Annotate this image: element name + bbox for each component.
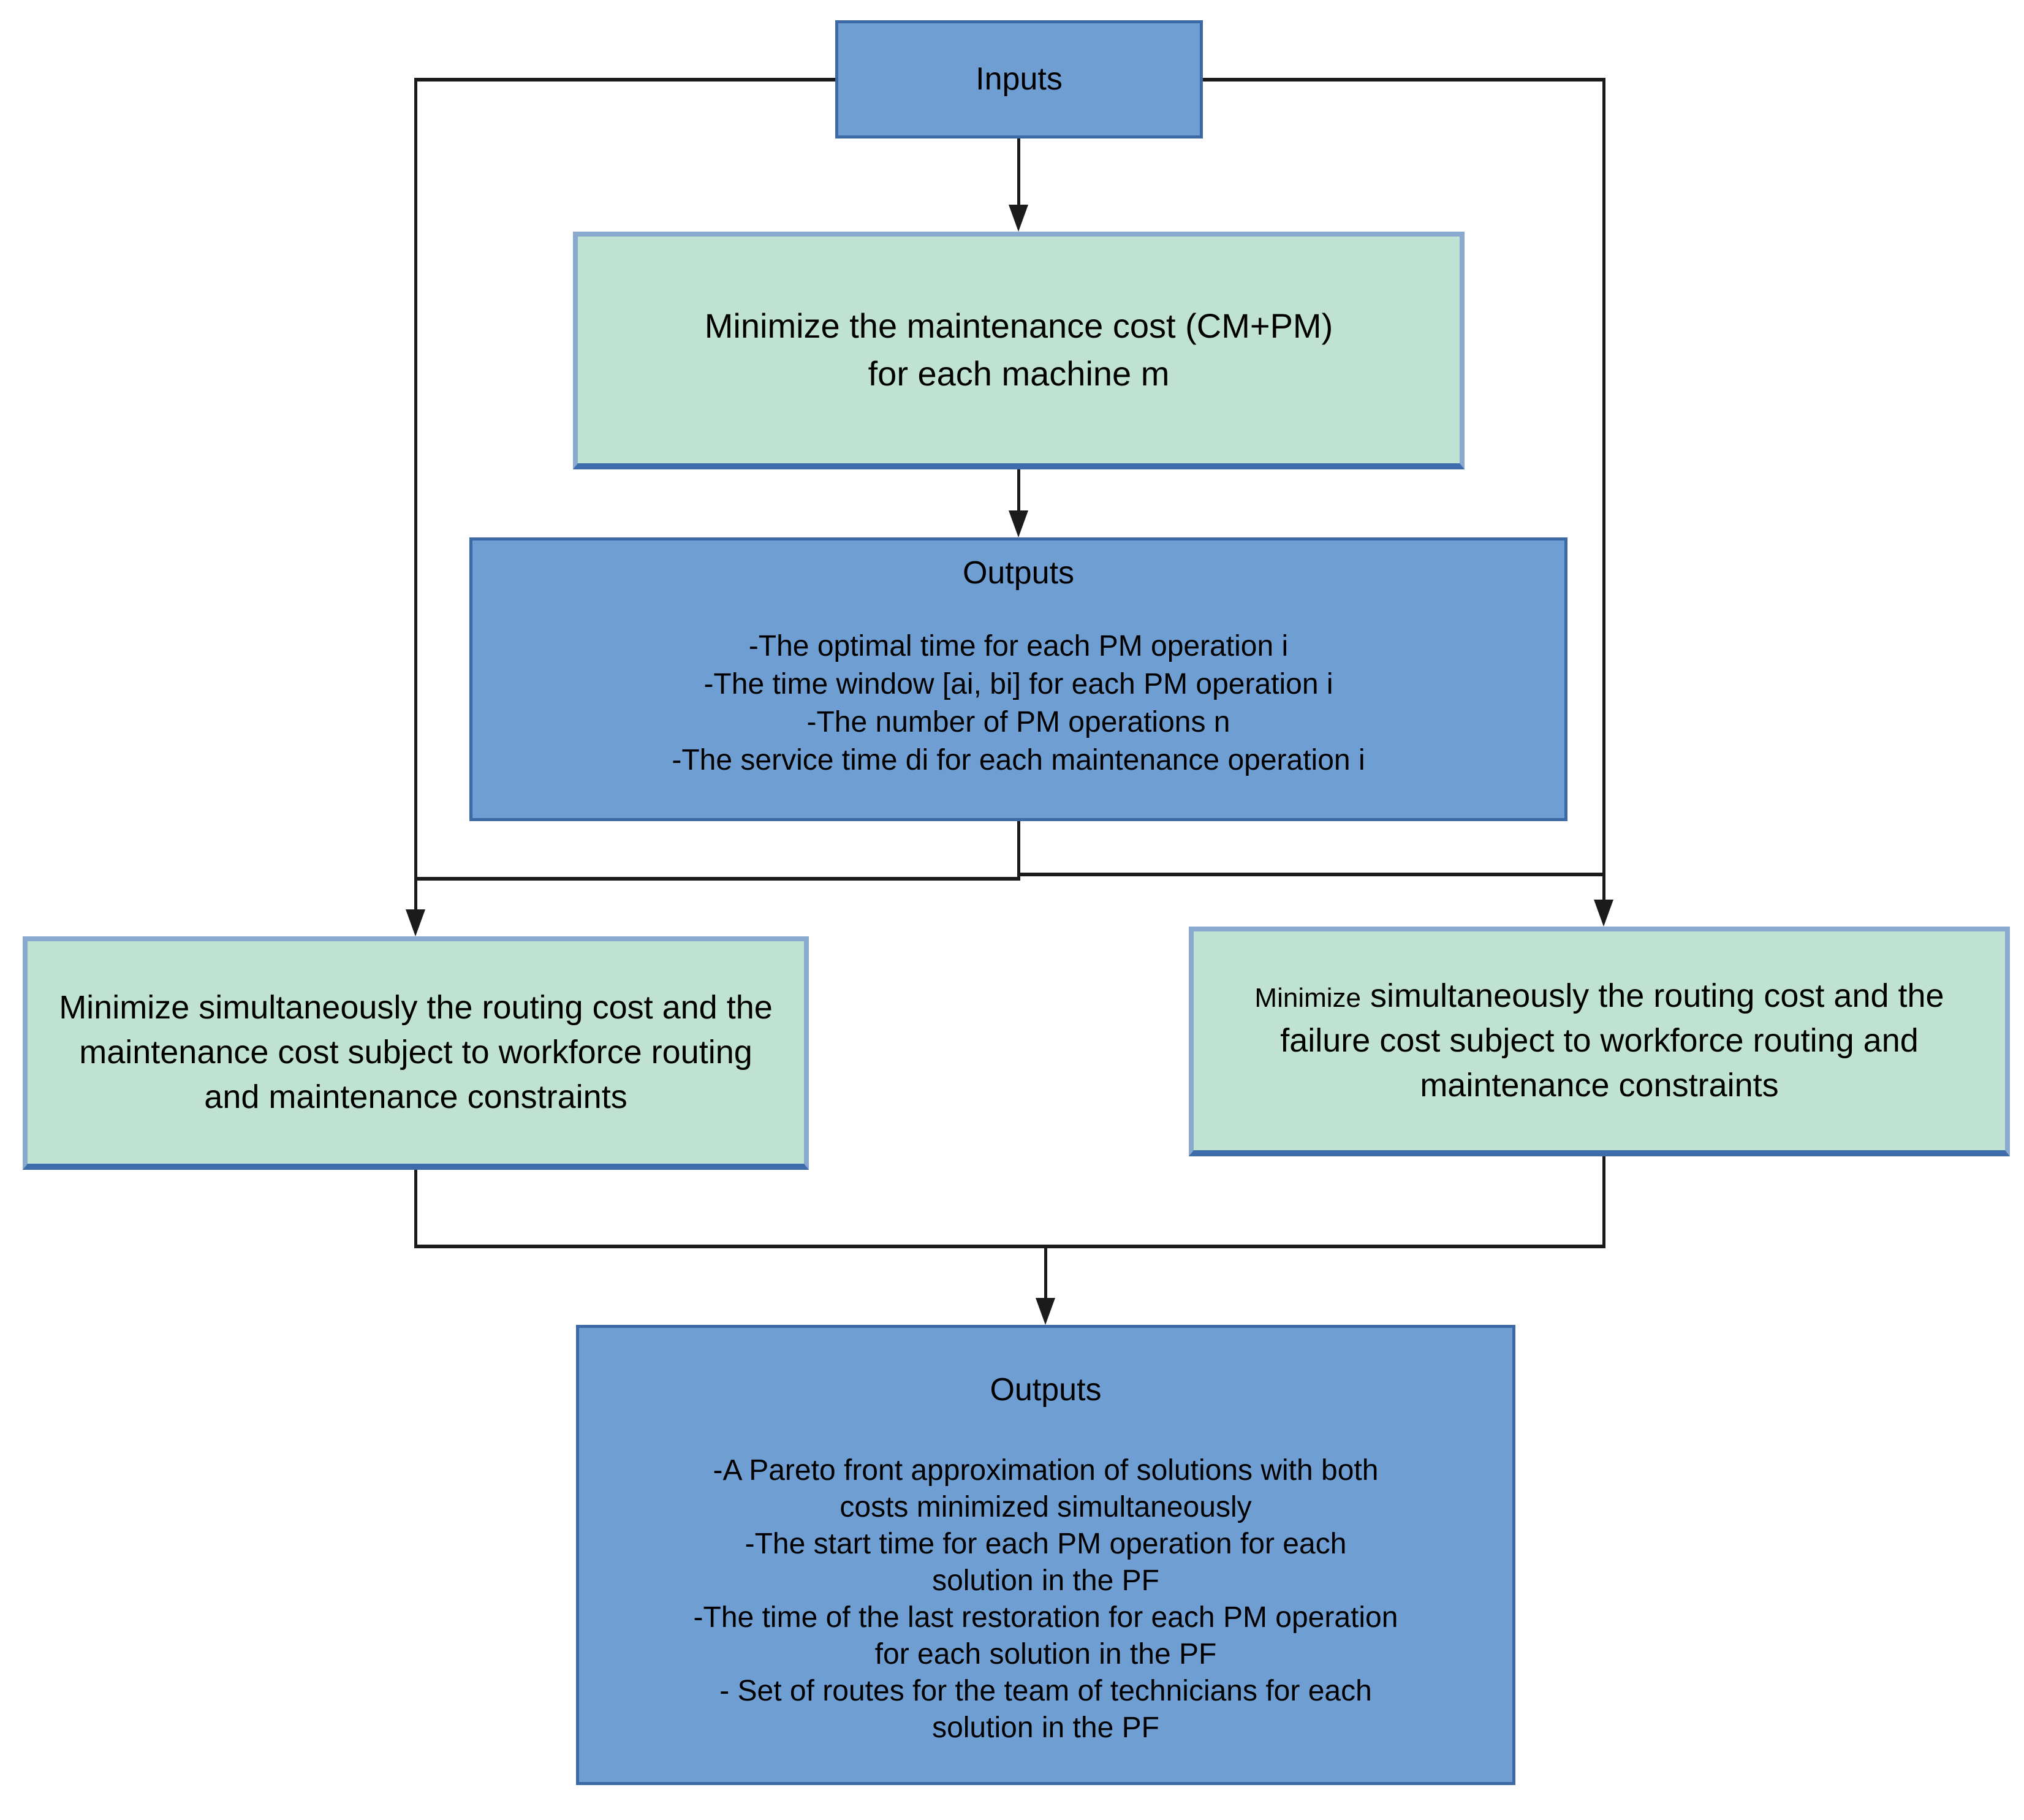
inputs-label: Inputs (976, 61, 1063, 97)
inputs-box: Inputs (835, 20, 1203, 138)
connector-left-vertical (414, 78, 417, 911)
intermediate-outputs-box: Outputs -The optimal time for each PM op… (469, 537, 1567, 821)
final-outputs-title: Outputs (990, 1372, 1102, 1408)
routing-maintenance-line3: and maintenance constraints (204, 1078, 627, 1115)
output-item: -The number of PM operations n (806, 706, 1230, 738)
arrowhead-to-routing-maintenance (406, 909, 425, 936)
connector-split-left-horizontal (414, 877, 1020, 881)
minimize-maintenance-line2: for each machine m (868, 354, 1170, 393)
minimize-maintenance-line1: Minimize the maintenance cost (CM+PM) (704, 306, 1333, 345)
connector-minimize-to-outputs (1017, 468, 1020, 512)
minimize-maintenance-box: Minimize the maintenance cost (CM+PM) fo… (573, 232, 1465, 469)
output-item: -The service time di for each maintenanc… (672, 744, 1365, 776)
connector-right-box-down (1602, 1155, 1605, 1247)
connector-merge-horizontal (414, 1245, 1605, 1248)
routing-maintenance-line2: maintenance cost subject to workforce ro… (79, 1034, 752, 1071)
arrowhead-to-minimize-maintenance (1009, 205, 1028, 232)
output-item: -The time window [ai, bi] for each PM op… (703, 668, 1333, 700)
routing-failure-line2: failure cost subject to workforce routin… (1280, 1022, 1919, 1060)
output-line: for each solution in the PF (874, 1638, 1217, 1670)
routing-failure-prefix: Minimize (1254, 983, 1361, 1014)
intermediate-outputs-title: Outputs (962, 555, 1075, 591)
connector-merge-down (1044, 1245, 1047, 1299)
arrowhead-to-intermediate-outputs (1009, 510, 1028, 537)
routing-failure-line1: Minimize simultaneously the routing cost… (1254, 974, 1944, 1018)
arrowhead-to-routing-failure (1594, 900, 1613, 927)
connector-inputs-to-minimize (1017, 137, 1020, 207)
connector-inputs-right-horizontal (1202, 78, 1604, 82)
output-line: solution in the PF (932, 1564, 1159, 1597)
connector-inputs-left-horizontal (414, 78, 836, 82)
output-line: -The start time for each PM operation fo… (745, 1528, 1347, 1560)
connector-outputs-down (1017, 819, 1020, 878)
routing-maintenance-line1: Minimize simultaneously the routing cost… (59, 989, 773, 1026)
output-line: -The time of the last restoration for ea… (693, 1601, 1398, 1634)
output-line: costs minimized simultaneously (840, 1491, 1252, 1523)
connector-left-box-down (414, 1169, 417, 1247)
output-line: -A Pareto front approximation of solutio… (713, 1454, 1379, 1487)
connector-right-vertical (1602, 78, 1605, 901)
final-outputs-box: Outputs -A Pareto front approximation of… (576, 1325, 1515, 1785)
arrowhead-to-final-outputs (1036, 1298, 1055, 1325)
output-line: - Set of routes for the team of technici… (719, 1675, 1372, 1707)
routing-maintenance-box: Minimize simultaneously the routing cost… (23, 936, 809, 1170)
output-line: solution in the PF (932, 1712, 1159, 1744)
routing-failure-line3: maintenance constraints (1420, 1066, 1779, 1104)
output-item: -The optimal time for each PM operation … (748, 630, 1289, 662)
connector-split-right-horizontal (1017, 873, 1605, 876)
routing-failure-line1-rest: simultaneously the routing cost and the (1370, 977, 1944, 1015)
routing-failure-box: Minimize simultaneously the routing cost… (1189, 927, 2010, 1156)
